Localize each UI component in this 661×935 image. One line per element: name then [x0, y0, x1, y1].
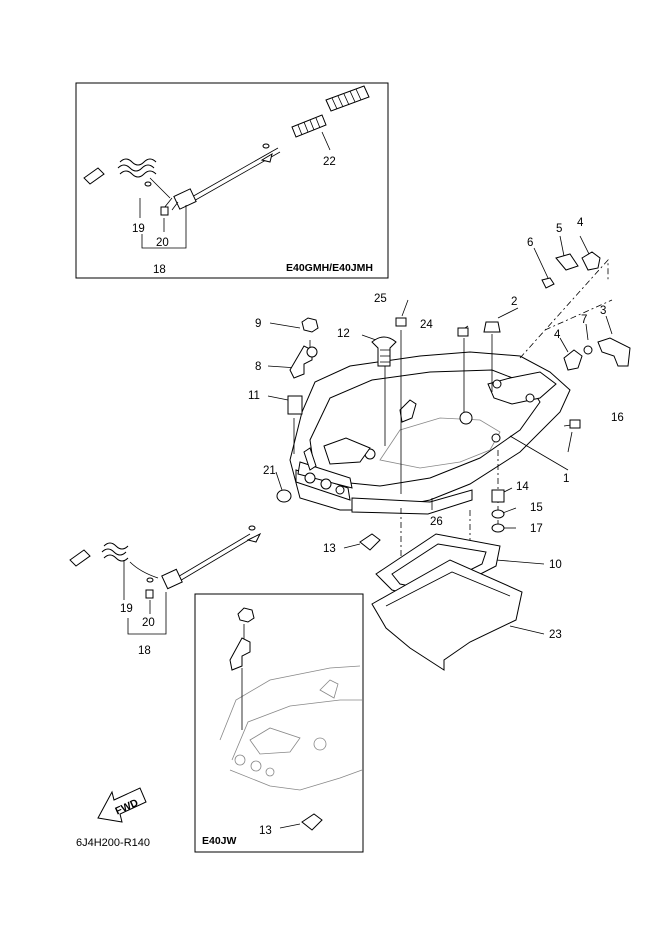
main-labels: 1 2 3 4 4 5 6 7 8 9 10 11 12 13 14 15 16… [120, 217, 624, 657]
label-20-inset: 20 [156, 237, 169, 249]
grip-22-drawing [291, 85, 370, 151]
label-12: 12 [337, 328, 350, 340]
label-26: 26 [430, 516, 443, 528]
throttle-cable-main [69, 525, 262, 599]
label-24: 24 [420, 319, 433, 331]
label-13-inset: 13 [259, 825, 272, 837]
inset-bottom-title: E40JW [202, 835, 237, 847]
label-19-inset: 19 [132, 223, 145, 235]
label-16: 16 [611, 412, 624, 424]
label-3: 3 [600, 305, 606, 317]
label-5: 5 [556, 223, 562, 235]
label-15: 15 [530, 502, 543, 514]
label-11: 11 [248, 390, 260, 402]
label-10: 10 [549, 559, 562, 571]
label-4-top: 4 [577, 217, 584, 229]
label-6: 6 [527, 237, 533, 249]
label-19-main: 19 [120, 603, 133, 615]
label-25: 25 [374, 293, 387, 305]
label-13-main: 13 [323, 543, 336, 555]
seal-and-apron [371, 533, 523, 671]
small-parts [276, 251, 631, 551]
label-18-inset: 18 [153, 264, 166, 276]
label-18-main: 18 [138, 645, 151, 657]
diagram-code: 6J4H200-R140 [76, 837, 150, 849]
label-20-main: 20 [142, 617, 155, 629]
inset-bottom: 13 E40JW [194, 593, 364, 853]
inset-top-title: E40GMH/E40JMH [286, 262, 373, 274]
label-22: 22 [323, 156, 336, 168]
label-7: 7 [581, 314, 587, 326]
label-8: 8 [255, 361, 261, 373]
label-9: 9 [255, 318, 261, 330]
fwd-arrow: FWD [97, 787, 147, 823]
label-2: 2 [511, 296, 517, 308]
throttle-cable-drawing [83, 143, 281, 216]
bottom-cowling-drawing [289, 351, 571, 515]
label-4-mid: 4 [554, 329, 561, 341]
label-17: 17 [530, 523, 543, 535]
label-23: 23 [549, 629, 562, 641]
label-21: 21 [263, 465, 276, 477]
label-14: 14 [516, 481, 529, 493]
inset-top: 22 19 20 18 E40GMH/E40JMH [75, 82, 389, 279]
label-1: 1 [563, 473, 569, 485]
